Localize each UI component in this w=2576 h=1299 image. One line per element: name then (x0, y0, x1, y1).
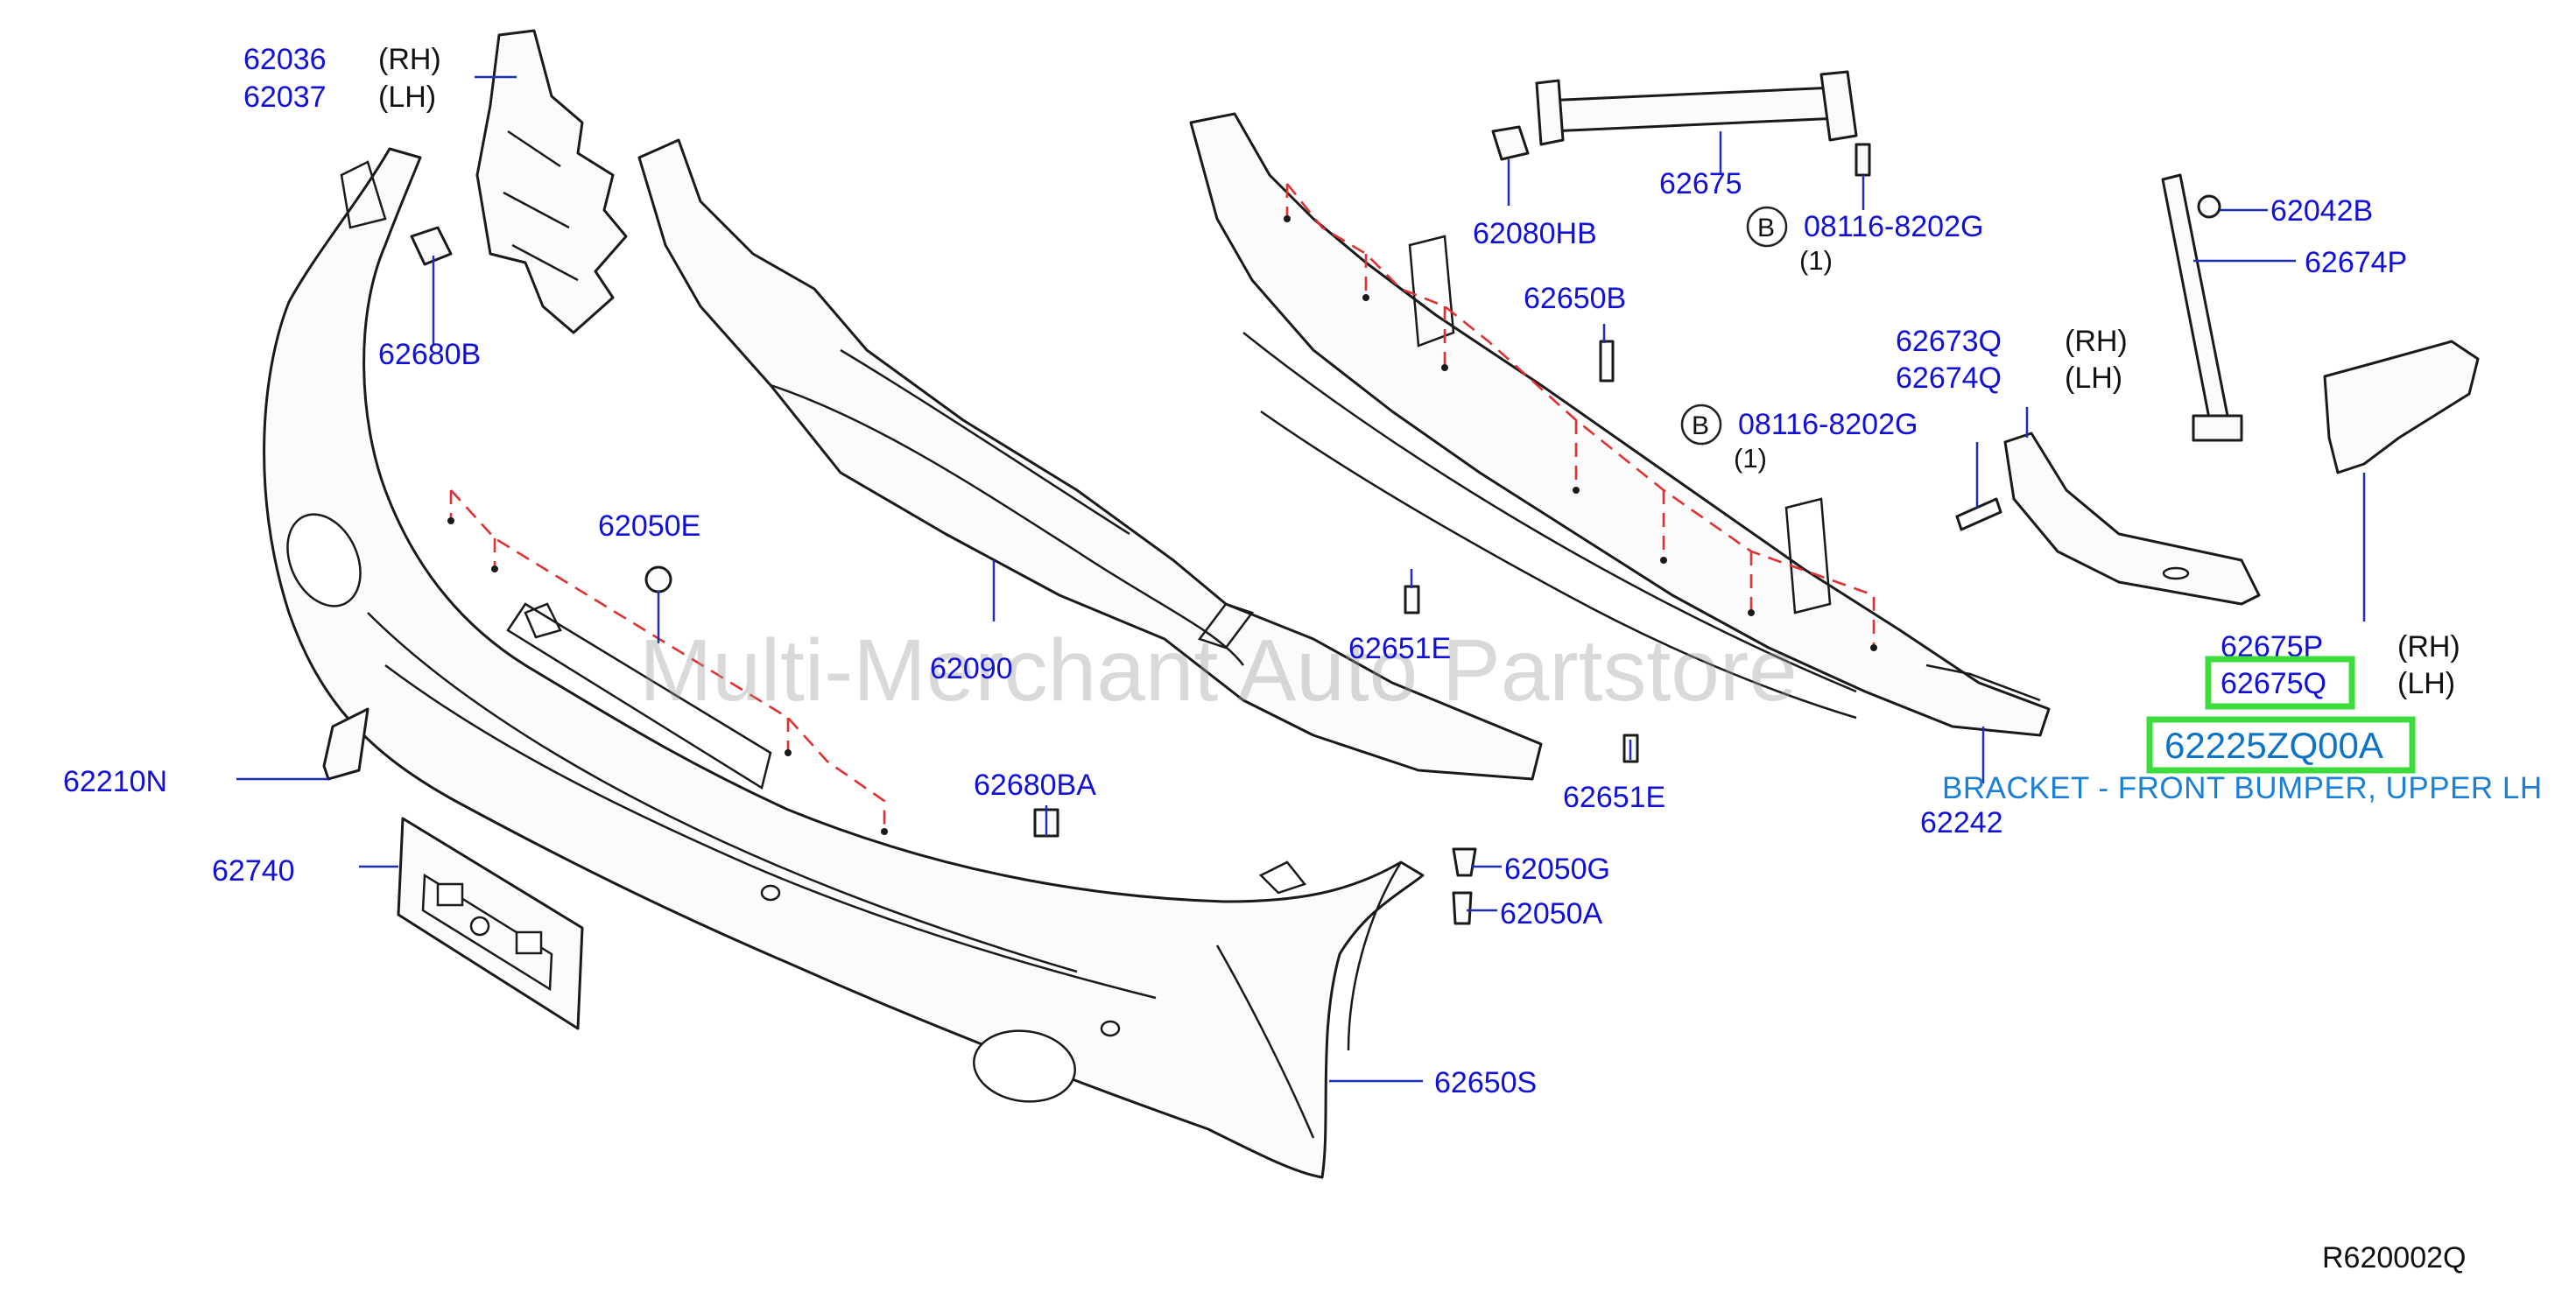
label-62680b[interactable]: 62680B (378, 338, 481, 371)
side-lh-62675q: (LH) (2397, 667, 2455, 700)
label-62242[interactable]: 62242 (1920, 806, 2003, 839)
side-rh-62675p: (RH) (2397, 630, 2460, 664)
side-lh-62037: (LH) (378, 81, 436, 114)
clip-62680b-shape (410, 226, 453, 266)
label-62674q[interactable]: 62674Q (1896, 362, 2002, 395)
qty-b: (1) (1734, 443, 1767, 474)
splash-shield-detail (503, 130, 579, 282)
bolt-marker-circle-b (1680, 404, 1722, 446)
label-62050e[interactable]: 62050E (598, 509, 700, 543)
label-62674p[interactable]: 62674P (2305, 246, 2407, 279)
highlight-box-62675q (2205, 656, 2355, 710)
label-62650s[interactable]: 62650S (1434, 1066, 1537, 1099)
bracket-62673q (2003, 432, 2261, 606)
guide-dashes (449, 183, 1876, 832)
label-62675q[interactable]: 62675Q (2221, 667, 2326, 700)
bolts (644, 143, 2221, 925)
bolt-marker-a: B (1757, 214, 1775, 242)
label-62651e-a[interactable]: 62651E (1348, 632, 1451, 665)
label-62675[interactable]: 62675 (1659, 167, 1742, 200)
qty-a: (1) (1799, 245, 1833, 276)
bracket-62675p (2323, 340, 2480, 474)
highlight-box-part-number (2146, 716, 2416, 774)
label-62673q[interactable]: 62673Q (1896, 325, 2002, 358)
energy-absorber-62090 (637, 138, 1543, 781)
label-62050a[interactable]: 62050A (1500, 897, 1603, 930)
stay-62674p (2161, 173, 2243, 442)
bolt-marker-circle-a (1746, 206, 1788, 248)
watermark: Multi-Merchant Auto Partstore (639, 621, 1798, 720)
highlight-part-number[interactable]: 62225ZQ00A (2164, 725, 2383, 766)
clip-62080hb-shape (1491, 125, 1530, 161)
label-62036[interactable]: 62036 (243, 43, 327, 76)
leader-lines (236, 75, 2366, 1083)
highlighted-part: 62225ZQ00A BRACKET - FRONT BUMPER, UPPER… (1942, 716, 2543, 805)
bracket-62210n (322, 707, 370, 781)
label-62740[interactable]: 62740 (212, 854, 295, 888)
side-rh-62036: (RH) (378, 43, 441, 76)
fastener-dots (447, 215, 1877, 835)
label-62680ba[interactable]: 62680BA (974, 769, 1096, 802)
license-bracket-62740 (397, 817, 584, 1030)
part-labels: 62036 (RH) 62037 (LH) 62680B 62050E 6209… (63, 43, 2460, 1099)
side-lh-62674q: (LH) (2065, 362, 2122, 395)
label-62050g[interactable]: 62050G (1504, 853, 1610, 886)
label-08116-8202g-a[interactable]: 08116-8202G (1804, 210, 1983, 243)
label-62042b[interactable]: 62042B (2270, 194, 2373, 228)
label-62650b[interactable]: 62650B (1524, 282, 1626, 315)
label-62210n[interactable]: 62210N (63, 765, 167, 798)
splash-shield-62036-shape (475, 29, 628, 334)
side-rh-62673q: (RH) (2065, 325, 2128, 358)
bumper-fascia-62650s (263, 147, 1425, 1179)
label-62037[interactable]: 62037 (243, 81, 327, 114)
label-62080hb[interactable]: 62080HB (1473, 217, 1597, 250)
label-08116-8202g-b[interactable]: 08116-8202G (1738, 408, 1918, 441)
highlight-description: BRACKET - FRONT BUMPER, UPPER LH (1942, 771, 2543, 805)
label-62090[interactable]: 62090 (930, 652, 1013, 685)
label-62651e-b[interactable]: 62651E (1563, 781, 1665, 814)
tie-bar-62675 (1535, 70, 1858, 146)
bolt-marker-b: B (1692, 411, 1709, 440)
diagram-reference: R620002Q (2322, 1241, 2466, 1274)
